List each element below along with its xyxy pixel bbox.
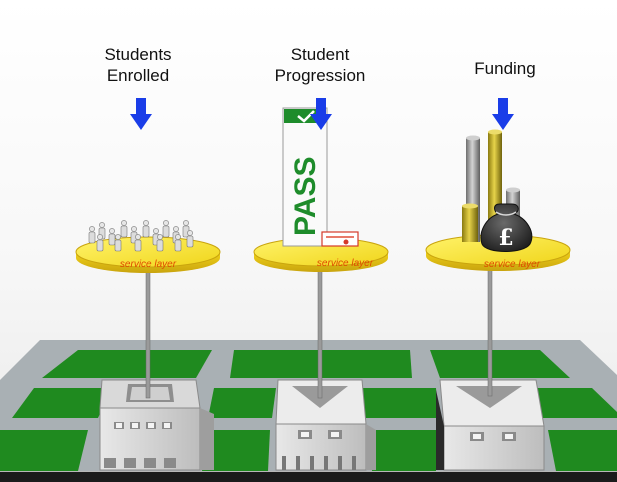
- disc-label-middle: service layer: [317, 258, 374, 269]
- student-figure: [108, 228, 116, 246]
- arrow-down-icon: [130, 98, 152, 130]
- title-students-enrolled: Students Enrolled: [104, 45, 172, 85]
- building-right: [436, 379, 545, 471]
- arrow-down-icon: [310, 98, 332, 130]
- building-middle: [275, 379, 376, 471]
- pole-middle: [317, 261, 323, 399]
- student-figure: [134, 234, 142, 252]
- pass-text: PASS: [289, 157, 322, 236]
- title-student-progression: Student Progression: [274, 45, 366, 85]
- disc-label-right: service layer: [484, 259, 541, 270]
- grass-block: [370, 430, 436, 471]
- title-funding: Funding: [474, 59, 536, 78]
- video-progress-line: [0, 471, 617, 472]
- student-figure: [114, 234, 122, 252]
- grass-block: [208, 388, 276, 418]
- grass-block: [548, 430, 617, 471]
- student-figure: [186, 230, 194, 248]
- grass-block: [360, 388, 438, 418]
- student-figure: [174, 234, 182, 252]
- grass-block: [0, 430, 88, 471]
- student-figure: [88, 226, 96, 244]
- grass-block: [202, 430, 270, 471]
- student-figure: [142, 220, 150, 238]
- arrows: [130, 98, 514, 130]
- video-control-bar: [0, 472, 617, 482]
- pole-right: [487, 261, 493, 397]
- student-figure: [120, 220, 128, 238]
- student-figure: [162, 220, 170, 238]
- arrow-down-icon: [492, 98, 514, 130]
- building-left: [99, 379, 214, 471]
- pound-symbol: £: [498, 225, 513, 251]
- grass-block: [528, 388, 617, 418]
- pass-card: PASS: [282, 107, 328, 247]
- student-figures: [88, 220, 194, 252]
- student-figure: [96, 234, 104, 252]
- money-bag-icon: £: [480, 203, 533, 252]
- certificate-icon: [321, 231, 359, 247]
- student-figure: [156, 234, 164, 252]
- grass-block: [430, 350, 570, 378]
- grass-block: [12, 388, 112, 418]
- pole-left: [145, 261, 151, 399]
- grass-block: [42, 350, 212, 378]
- disc-label-left: service layer: [120, 259, 177, 270]
